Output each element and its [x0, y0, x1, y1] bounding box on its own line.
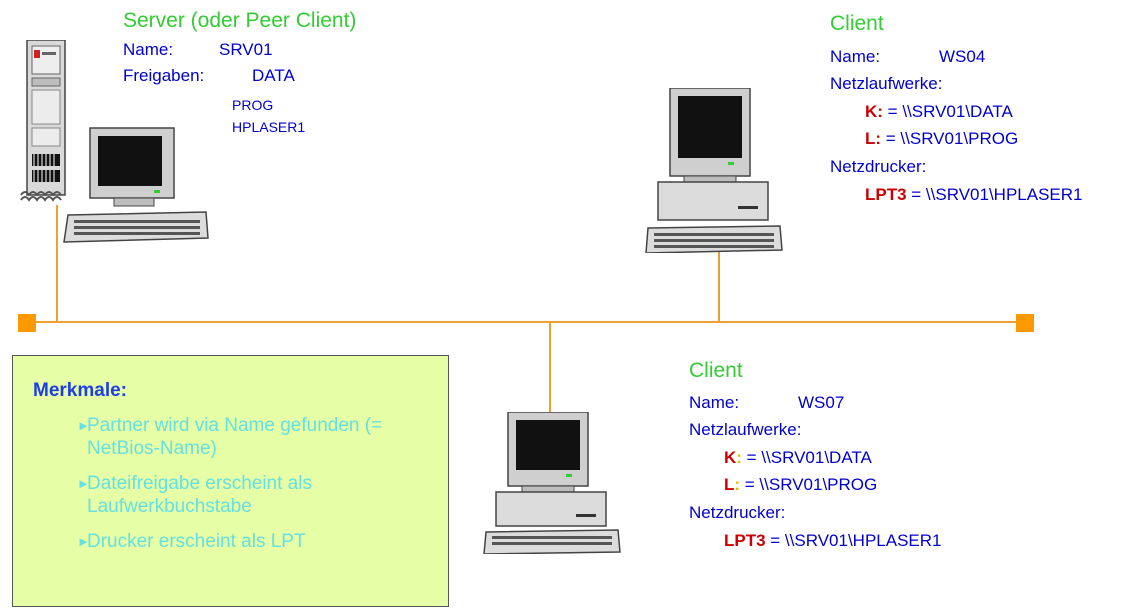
ws04-printer-port: LPT3 — [865, 185, 907, 204]
features-box: Merkmale: ► Partner wird via Name gefund… — [12, 355, 449, 607]
ws04-drop-line — [718, 250, 720, 322]
server-name-label: Name: — [123, 40, 174, 59]
network-node-left — [18, 314, 36, 332]
ws07-drive-k-letter: K — [724, 448, 737, 467]
network-node-right — [1016, 314, 1034, 332]
ws04-printer: LPT3 = \\SRV01\HPLASER1 — [865, 185, 1082, 205]
server-title: Server (oder Peer Client) — [123, 9, 357, 32]
feature-item: ► Partner wird via Name gefunden (= NetB… — [77, 414, 447, 460]
ws04-name-value: WS04 — [939, 47, 986, 66]
ws07-printer: LPT3 = \\SRV01\HPLASER1 — [724, 531, 941, 551]
ws07-name-value: WS07 — [798, 393, 845, 412]
ws07-drive-k: K: = \\SRV01\DATA — [724, 448, 872, 468]
ws04-title: Client — [830, 12, 884, 35]
ws07-drive-l-sep: : — [734, 475, 741, 494]
feature-item-text: Partner wird via Name gefunden (= NetBio… — [87, 415, 383, 459]
bullet-icon: ► — [77, 418, 90, 433]
server-share-data: DATA — [252, 66, 295, 85]
ws07-title: Client — [689, 359, 743, 382]
server-shares-label: Freigaben: — [123, 66, 205, 85]
ws04-drive-l: L: = \\SRV01\PROG — [865, 129, 1018, 149]
ws07-printer-port: LPT3 — [724, 531, 766, 550]
ws07-computer-icon — [483, 412, 621, 554]
server-share-prog: PROG — [232, 97, 274, 113]
feature-item-text: Dateifreigabe erscheint als Laufwerkbuch… — [87, 473, 312, 517]
ws07-drives-label: Netzlaufwerke: — [689, 420, 802, 439]
server-drop-line — [56, 205, 58, 322]
ws04-computer-icon — [645, 88, 783, 253]
bullet-icon: ► — [77, 476, 90, 491]
ws04-printer-label: Netzdrucker: — [830, 157, 927, 176]
ws07-drive-k-sep: : — [736, 448, 742, 467]
server-share-hplaser: HPLASER1 — [232, 119, 306, 135]
feature-item-text: Drucker erscheint als LPT — [87, 531, 306, 552]
ws07-name-label: Name: — [689, 393, 740, 412]
ws04-drive-l-letter: L: — [865, 129, 882, 148]
ws07-drop-line — [549, 322, 551, 417]
ws04-drive-l-path: = \\SRV01\PROG — [881, 129, 1019, 148]
ws07-drive-l: L: = \\SRV01\PROG — [724, 475, 877, 495]
bullet-icon: ► — [77, 534, 90, 549]
ws04-drives-label: Netzlaufwerke: — [830, 74, 943, 93]
feature-item: ► Drucker erscheint als LPT — [77, 530, 447, 553]
ws04-drive-k: K: = \\SRV01\DATA — [865, 102, 1013, 122]
server-computer-icon — [20, 40, 209, 243]
ws07-drive-k-path: = \\SRV01\DATA — [741, 448, 872, 467]
ws07-printer-path: = \\SRV01\HPLASER1 — [765, 531, 942, 550]
ws07-drive-l-letter: L — [724, 475, 735, 494]
ws07-printer-label: Netzdrucker: — [689, 503, 786, 522]
features-heading: Merkmale: — [33, 380, 127, 401]
ws07-drive-l-path: = \\SRV01\PROG — [740, 475, 878, 494]
network-bus — [26, 321, 1026, 323]
server-name-value: SRV01 — [219, 40, 273, 59]
ws04-printer-path: = \\SRV01\HPLASER1 — [906, 185, 1083, 204]
ws04-drive-k-path: = \\SRV01\DATA — [882, 102, 1013, 121]
ws04-name-label: Name: — [830, 47, 881, 66]
feature-item: ► Dateifreigabe erscheint als Laufwerkbu… — [77, 472, 447, 518]
ws04-drive-k-letter: K: — [865, 102, 883, 121]
